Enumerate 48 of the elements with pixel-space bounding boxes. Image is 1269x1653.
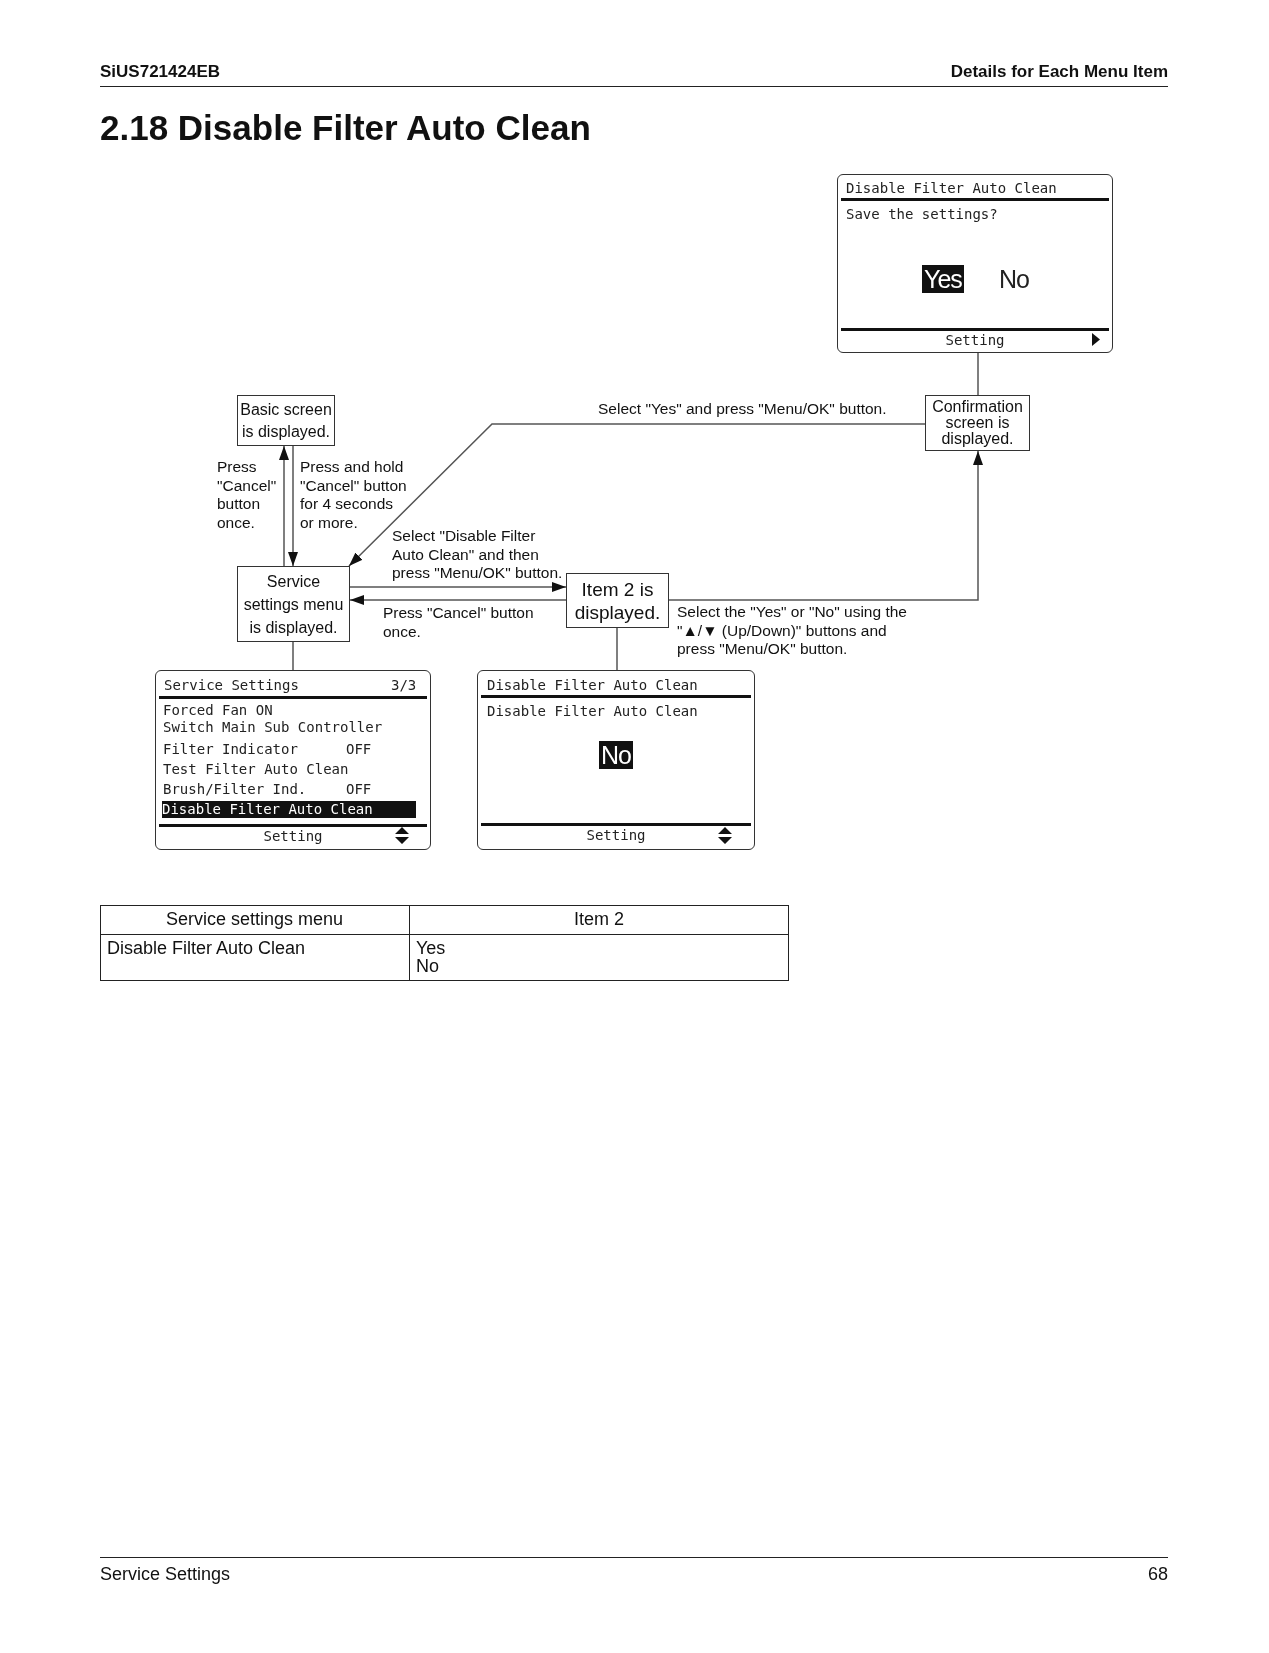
- screen-text: Save the settings?: [846, 206, 998, 223]
- process-box: Item 2 is displayed.: [566, 573, 669, 628]
- arrow: [348, 423, 926, 567]
- connector-line: [616, 627, 618, 671]
- screen-title: Service Settings: [164, 677, 299, 694]
- connector-line: [292, 641, 294, 671]
- document-code: SiUS721424EB: [100, 61, 221, 83]
- menu-item-name: Disable Filter Auto Clean: [107, 937, 306, 959]
- connector-line: [977, 352, 979, 396]
- edge-label: Press "Cancel" button once.: [217, 458, 277, 532]
- setting-value: OFF: [346, 781, 372, 798]
- edge-label: Press "Cancel" button once.: [383, 604, 534, 641]
- screen-title: Disable Filter Auto Clean: [846, 180, 1057, 197]
- selected-option: Yes: [922, 265, 964, 293]
- arrow: [668, 450, 983, 601]
- selected-menu-item: Disable Filter Auto Clean: [162, 801, 416, 818]
- arrow: [288, 445, 298, 567]
- column-header: Item 2: [574, 908, 624, 930]
- edge-label: Select "Yes" and press "Menu/OK" button.: [598, 400, 887, 419]
- lcd-screen: [155, 670, 431, 850]
- screen-title: Disable Filter Auto Clean: [487, 677, 698, 694]
- menu-item: Brush/Filter Ind.: [163, 781, 307, 798]
- screen-text: Disable Filter Auto Clean: [487, 703, 698, 720]
- lcd-screen: [477, 670, 755, 850]
- running-footer: Service Settings: [100, 1563, 231, 1585]
- arrow: [349, 595, 567, 605]
- running-header: Details for Each Menu Item: [950, 61, 1168, 83]
- softkey-label: Setting: [586, 827, 646, 844]
- softkey-label: Setting: [945, 332, 1005, 349]
- page-number: 3/3: [391, 677, 417, 694]
- setting-value: OFF: [346, 741, 372, 758]
- softkey-label: Setting: [263, 828, 323, 845]
- menu-item: Forced Fan ON: [163, 702, 273, 719]
- menu-item: Switch Main Sub Controller: [163, 719, 383, 736]
- menu-item: Test Filter Auto Clean: [163, 761, 349, 778]
- option-text: No: [998, 265, 1030, 293]
- column-header: Service settings menu: [165, 908, 344, 930]
- menu-item: Filter Indicator: [163, 741, 298, 758]
- process-box: Service settings menu is displayed.: [237, 566, 350, 642]
- page-title: 2.18 Disable Filter Auto Clean: [100, 107, 591, 149]
- lcd-screen: [837, 174, 1113, 353]
- process-box: Confirmation screen is displayed.: [925, 395, 1030, 451]
- arrow: [349, 582, 567, 592]
- page-number: 68: [1147, 1563, 1168, 1585]
- selected-option: No: [599, 741, 633, 769]
- process-box: Basic screen is displayed.: [237, 395, 335, 446]
- arrow: [279, 445, 289, 567]
- edge-label: Select the "Yes" or "No" using the "▲/▼ (Up/Down)" buttons and press "Menu/OK" button.: [677, 603, 907, 659]
